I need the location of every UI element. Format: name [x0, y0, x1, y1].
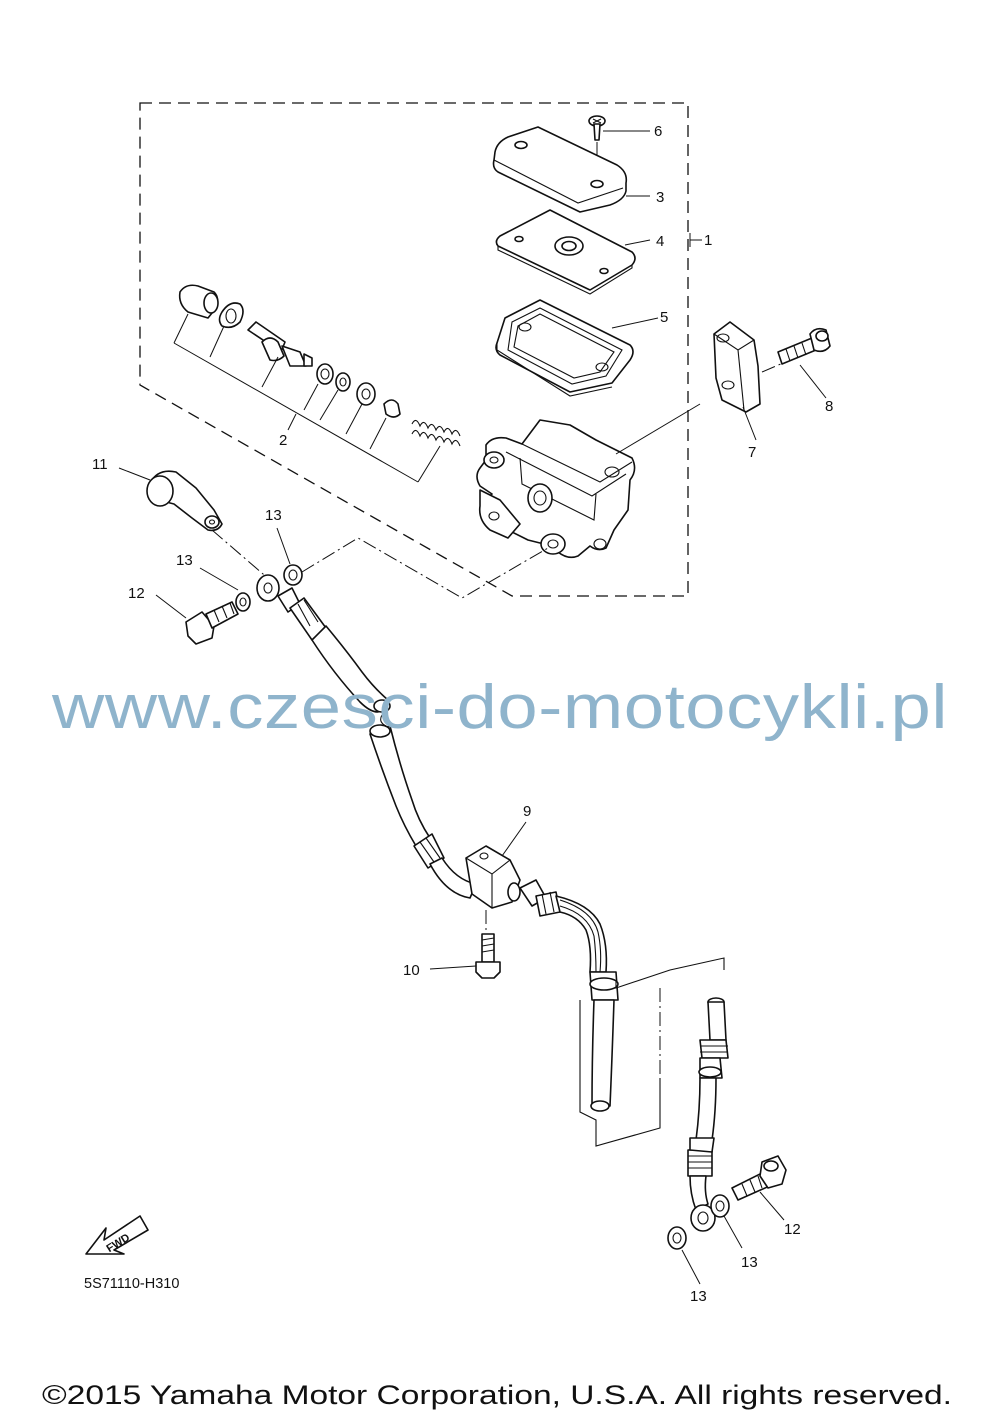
part-10-bolt: [429, 933, 501, 979]
part-8-bolt: [777, 327, 831, 399]
callout-2: 2: [279, 432, 287, 449]
fwd-arrow-icon: FWD: [85, 1215, 149, 1255]
callout-9: 9: [523, 803, 531, 820]
callout-10: 10: [403, 962, 420, 979]
callout-3: 3: [656, 189, 664, 206]
watermark-text: www.czesci-do-motocykli.pl: [51, 673, 948, 742]
callout-13-upper-right: 13: [265, 507, 282, 524]
callout-6: 6: [654, 123, 662, 140]
master-cylinder-body: [476, 403, 701, 559]
copyright-notice: ©2015 Yamaha Motor Corporation, U.S.A. A…: [42, 1380, 952, 1410]
callout-7: 7: [748, 444, 756, 461]
part-9-joint: [465, 821, 527, 930]
callout-12-lower: 12: [784, 1221, 801, 1238]
part-6-screw: [588, 115, 650, 185]
part-7-clamp: [713, 321, 791, 441]
callout-13-lower-right: 13: [741, 1254, 758, 1271]
upper-banjo-assembly: [155, 527, 549, 645]
middle-brake-hose: [519, 879, 725, 1147]
callout-1: 1: [704, 232, 712, 249]
part-5-diaphragm: [495, 299, 659, 397]
callout-8: 8: [825, 398, 833, 415]
part-11-cap: [118, 467, 271, 581]
assembly-boundary: [139, 102, 689, 597]
callout-5: 5: [660, 309, 668, 326]
part-3-cap: [492, 126, 650, 213]
part-2-piston-kit: [173, 284, 461, 483]
callout-12-upper: 12: [128, 585, 145, 602]
upper-brake-hose: [277, 587, 477, 899]
callout-13-upper-left: 13: [176, 552, 193, 569]
callout-13-lower-left: 13: [690, 1288, 707, 1305]
callout-4: 4: [656, 233, 664, 250]
diagram-code: 5S71110-H310: [84, 1276, 179, 1292]
part-4-plate: [495, 209, 651, 295]
callout-11: 11: [92, 456, 108, 473]
lower-brake-hose: [667, 997, 787, 1285]
